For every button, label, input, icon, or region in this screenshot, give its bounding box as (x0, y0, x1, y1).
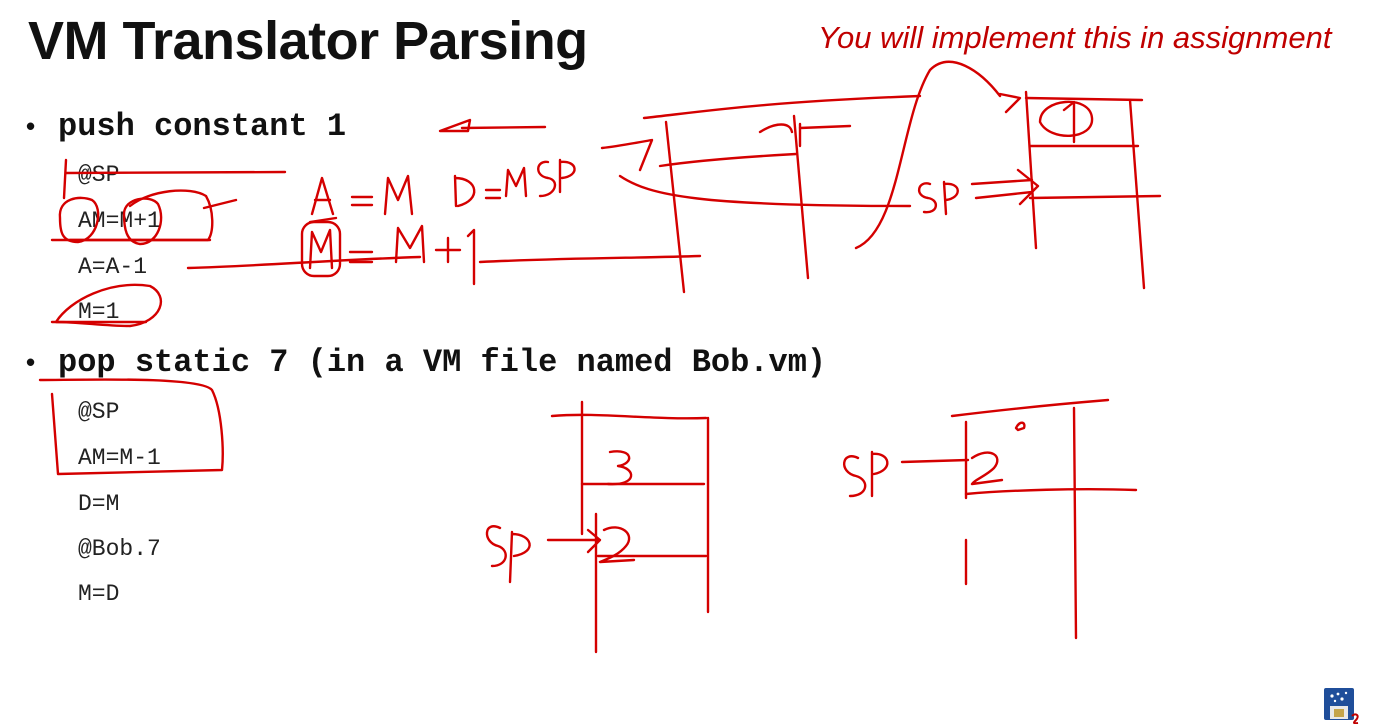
ink-letter (308, 176, 338, 224)
bullet-text: pop static 7 (in a VM file named Bob.vm) (58, 344, 827, 381)
ink-letter (508, 530, 531, 584)
code-line: M=D (78, 581, 120, 607)
ink-bracket (38, 378, 224, 476)
ink-circle (1038, 100, 1094, 137)
ink-arrow (998, 92, 1022, 114)
ink-stack-line (618, 174, 912, 208)
university-crest-icon (1324, 688, 1359, 724)
ink-letter (394, 224, 426, 264)
ink-curve (854, 60, 1002, 250)
ink-stroke (460, 125, 547, 130)
ink-stack-line (658, 152, 798, 168)
ink-arrow (546, 528, 602, 554)
ink-letter (383, 174, 414, 216)
ink-stack-line (964, 488, 1138, 496)
ink-circle (122, 197, 163, 246)
ink-circle (58, 196, 100, 244)
code-line: AM=M-1 (78, 445, 161, 471)
code-line: A=A-1 (78, 254, 148, 280)
ink-letter (453, 174, 476, 208)
ink-cell-value (1062, 100, 1076, 144)
ink-letter (558, 158, 576, 194)
ink-letter (843, 455, 867, 498)
ink-letter (350, 195, 374, 207)
bullet-pop-static: • pop static 7 (in a VM file named Bob.vm… (26, 344, 826, 381)
ink-stack-wall (1024, 90, 1038, 250)
bullet-push-constant: • push constant 1 (26, 108, 346, 145)
ink-cell-value (598, 526, 636, 564)
bullet-text: push constant 1 (58, 108, 347, 145)
ink-letter (918, 182, 937, 214)
ink-arrow (970, 168, 1040, 206)
code-line: M=1 (78, 299, 120, 325)
code-line: D=M (78, 491, 120, 517)
ink-box (300, 220, 342, 278)
ink-loop (68, 189, 214, 242)
ink-letter (484, 188, 502, 200)
ink-letter (466, 228, 476, 286)
slide-title: VM Translator Parsing (28, 11, 588, 71)
ink-cell-value (970, 451, 1004, 486)
bullet-dot: • (26, 111, 36, 141)
ink-stack-line (950, 398, 1110, 418)
ink-arrow-small (438, 118, 472, 133)
ink-letter (504, 166, 528, 198)
ink-stack-wall (792, 114, 810, 280)
bullet-dot: • (26, 347, 36, 377)
code-line: @SP (78, 162, 120, 188)
ink-stack-line (1028, 194, 1162, 200)
ink-mark (1014, 421, 1026, 432)
ink-line (186, 255, 422, 270)
ink-letter (434, 236, 462, 264)
ink-arrow (900, 458, 970, 464)
ink-tick (202, 198, 238, 210)
assignment-note: You will implement this in assignment (818, 20, 1332, 55)
ink-stack-wall (1128, 98, 1146, 290)
ink-stack-wall (664, 120, 686, 294)
ink-stack-wall (1072, 406, 1078, 640)
ink-stack-line (642, 94, 922, 120)
ink-stack-line (1024, 96, 1144, 102)
ink-letter (308, 228, 334, 270)
ink-letter (348, 250, 374, 264)
ink-arrow (600, 138, 654, 172)
ink-letter (537, 160, 557, 198)
ink-line (478, 254, 702, 264)
ink-letter (870, 450, 889, 498)
ink-stack-line (550, 413, 708, 420)
ink-stroke (798, 124, 852, 130)
ink-cell-value (606, 450, 633, 486)
ink-bracket (62, 158, 287, 200)
code-line: @Bob.7 (78, 536, 161, 562)
ink-circle (54, 283, 163, 328)
code-line: @SP (78, 399, 120, 425)
ink-letter (485, 525, 507, 568)
code-line: AM=M+1 (78, 208, 161, 234)
ink-letter (942, 180, 959, 216)
